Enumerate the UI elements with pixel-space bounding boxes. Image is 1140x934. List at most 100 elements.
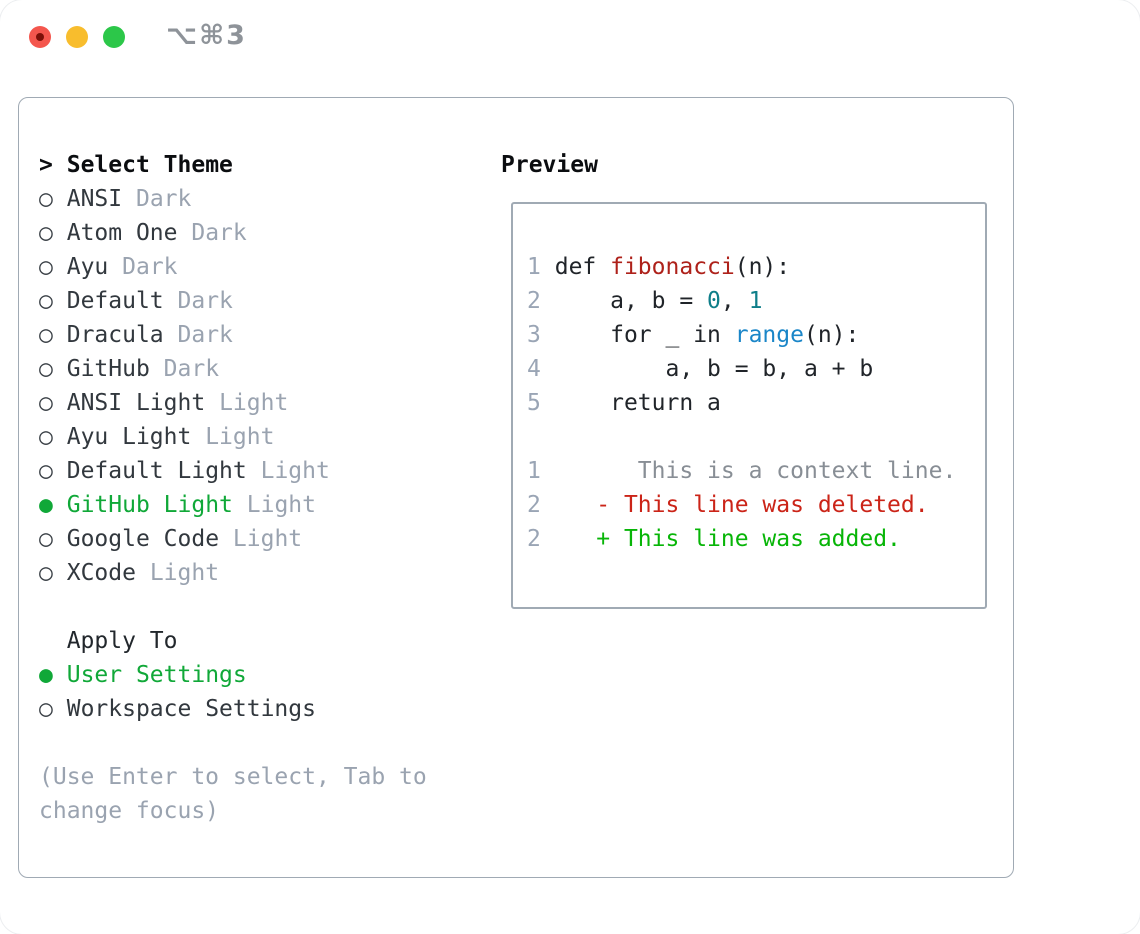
apply-to-name: Workspace Settings xyxy=(66,696,316,722)
zoom-button[interactable] xyxy=(103,26,125,48)
theme-option[interactable]: ○ Default Dark xyxy=(39,284,427,318)
theme-variant-label: Dark xyxy=(163,356,220,382)
theme-name: ANSI Light xyxy=(66,390,206,416)
help-text-line-2: change focus) xyxy=(39,798,220,824)
theme-list-column: > Select Theme ○ ANSI Dark○ Atom One Dar… xyxy=(39,148,427,828)
select-theme-header: > Select Theme xyxy=(39,148,427,182)
radio-icon: ○ xyxy=(39,526,53,552)
theme-variant-label: Dark xyxy=(177,322,233,348)
code-segment: + This line was added. xyxy=(554,526,901,552)
theme-name: Dracula xyxy=(66,322,164,348)
radio-icon: ○ xyxy=(39,186,53,212)
preview-line: 1 def fibonacci(n): xyxy=(527,250,971,284)
radio-selected-icon: ● xyxy=(39,492,53,518)
apply-to-options-list: ● User Settings○ Workspace Settings xyxy=(39,658,427,726)
minimize-button[interactable] xyxy=(66,26,88,48)
preview-title: Preview xyxy=(501,152,598,178)
theme-option[interactable]: ○ Dracula Dark xyxy=(39,318,427,352)
line-number: 1 xyxy=(527,458,541,484)
keyboard-shortcut-label: ⌥⌘3 xyxy=(166,20,247,51)
preview-blank-line xyxy=(527,420,971,454)
theme-option[interactable]: ● GitHub Light Light xyxy=(39,488,427,522)
theme-option[interactable]: ○ ANSI Light Light xyxy=(39,386,427,420)
theme-option[interactable]: ○ GitHub Dark xyxy=(39,352,427,386)
code-segment: def xyxy=(554,254,611,280)
theme-name: Ayu xyxy=(66,254,109,280)
code-segment: This is a context line. xyxy=(554,458,957,484)
line-number: 5 xyxy=(527,390,541,416)
theme-name: Default xyxy=(66,288,164,314)
code-segment: - This line was deleted. xyxy=(554,492,929,518)
theme-option[interactable]: ○ Ayu Light Light xyxy=(39,420,427,454)
theme-variant-label: Dark xyxy=(191,220,247,246)
theme-name: XCode xyxy=(66,560,136,586)
code-segment: (n): xyxy=(734,254,791,280)
spacer-row xyxy=(39,590,427,624)
radio-icon: ○ xyxy=(39,356,53,382)
theme-option[interactable]: ○ Default Light Light xyxy=(39,454,427,488)
theme-name: ANSI xyxy=(66,186,123,212)
apply-to-title: Apply To xyxy=(66,628,178,654)
radio-selected-icon: ● xyxy=(39,662,53,688)
radio-icon: ○ xyxy=(39,322,53,348)
line-number: 2 xyxy=(527,288,541,314)
code-segment: range xyxy=(734,322,804,348)
titlebar: ⌥⌘3 xyxy=(0,0,1140,74)
radio-icon: ○ xyxy=(39,288,53,314)
code-segment: (n): xyxy=(803,322,860,348)
radio-icon: ○ xyxy=(39,560,53,586)
theme-variant-label: Light xyxy=(232,526,303,552)
theme-name: Default Light xyxy=(66,458,247,484)
theme-picker-panel: > Select Theme ○ ANSI Dark○ Atom One Dar… xyxy=(18,97,1014,878)
theme-name: GitHub Light xyxy=(66,492,233,518)
preview-line: 2 - This line was deleted. xyxy=(527,488,971,522)
code-segment: for _ in xyxy=(554,322,735,348)
preview-line: 4 a, b = b, a + b xyxy=(527,352,971,386)
theme-option[interactable]: ○ Ayu Dark xyxy=(39,250,427,284)
line-number: 1 xyxy=(527,254,541,280)
help-text-line-1: (Use Enter to select, Tab to xyxy=(39,764,427,790)
theme-variant-label: Light xyxy=(260,458,330,484)
theme-option[interactable]: ○ Atom One Dark xyxy=(39,216,427,250)
theme-option[interactable]: ○ Google Code Light xyxy=(39,522,427,556)
theme-options-list: ○ ANSI Dark○ Atom One Dark○ Ayu Dark○ De… xyxy=(39,182,427,590)
radio-icon: ○ xyxy=(39,220,53,246)
theme-option[interactable]: ○ XCode Light xyxy=(39,556,427,590)
code-segment: 0 xyxy=(707,288,721,314)
spacer-row xyxy=(39,726,427,760)
radio-icon: ○ xyxy=(39,458,53,484)
radio-icon: ○ xyxy=(39,390,53,416)
theme-name: GitHub xyxy=(66,356,150,382)
code-segment: fibonacci xyxy=(610,254,735,280)
apply-to-option[interactable]: ○ Workspace Settings xyxy=(39,692,427,726)
apply-to-option[interactable]: ● User Settings xyxy=(39,658,427,692)
theme-name: Google Code xyxy=(66,526,220,552)
line-number: 2 xyxy=(527,526,541,552)
theme-variant-label: Light xyxy=(149,560,220,586)
radio-icon: ○ xyxy=(39,254,53,280)
code-segment: return a xyxy=(554,390,721,416)
radio-icon: ○ xyxy=(39,424,53,450)
theme-name: Atom One xyxy=(66,220,178,246)
focus-caret-icon: > xyxy=(39,152,53,178)
theme-variant-label: Dark xyxy=(135,186,192,212)
close-dot-icon xyxy=(36,33,44,41)
theme-variant-label: Dark xyxy=(177,288,233,314)
select-theme-title: Select Theme xyxy=(66,152,233,178)
preview-line: 3 for _ in range(n): xyxy=(527,318,971,352)
theme-variant-label: Light xyxy=(205,424,275,450)
code-segment: 1 xyxy=(748,288,763,314)
preview-line: 5 return a xyxy=(527,386,971,420)
line-number: 2 xyxy=(527,492,541,518)
code-segment: a, b = b, a + b xyxy=(554,356,874,382)
close-button[interactable] xyxy=(29,26,51,48)
theme-variant-label: Light xyxy=(246,492,316,518)
radio-icon: ○ xyxy=(39,696,53,722)
line-number: 3 xyxy=(527,322,541,348)
theme-variant-label: Light xyxy=(219,390,289,416)
theme-option[interactable]: ○ ANSI Dark xyxy=(39,182,427,216)
code-segment: , xyxy=(720,288,749,314)
